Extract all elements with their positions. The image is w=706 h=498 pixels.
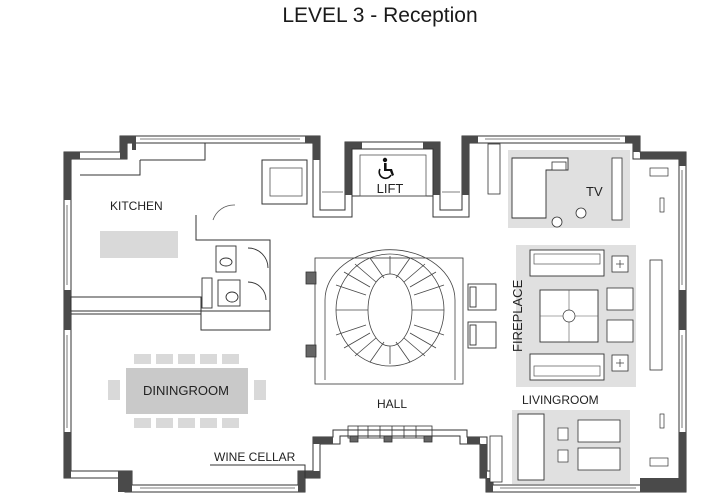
lift: LIFT [351,148,434,197]
wheelchair-accessible-icon [378,157,394,180]
kitchen-island [100,231,178,258]
hall-chairs [467,283,497,349]
plan-title: LEVEL 3 - Reception [282,4,477,27]
columns [305,271,317,358]
radiators [649,167,669,467]
diningroom-label: DININGROOM [143,383,229,398]
wall-corners [64,136,686,492]
windows [66,138,683,489]
fireplace-label: FIREPLACE [510,279,525,352]
kitchen: KITCHEN [80,143,308,258]
bathroom [201,245,269,309]
wine-cellar-label: WINE CELLAR [214,450,296,464]
livingroom-lower: LIVINGROOM [489,393,630,484]
tv-label: TV [586,184,603,199]
hall-staircase [314,249,464,385]
wine-cellar: WINE CELLAR [210,450,306,478]
entrance-steps [347,425,433,443]
fireplace-seating: FIREPLACE [510,245,663,387]
tv-area: TV [487,143,630,228]
hall-label: HALL [377,397,407,411]
interior-walls [70,239,271,331]
livingroom-label: LIVINGROOM [522,393,599,407]
lift-label: LIFT [377,181,404,196]
kitchen-label: KITCHEN [110,199,163,213]
diningroom [108,354,266,428]
